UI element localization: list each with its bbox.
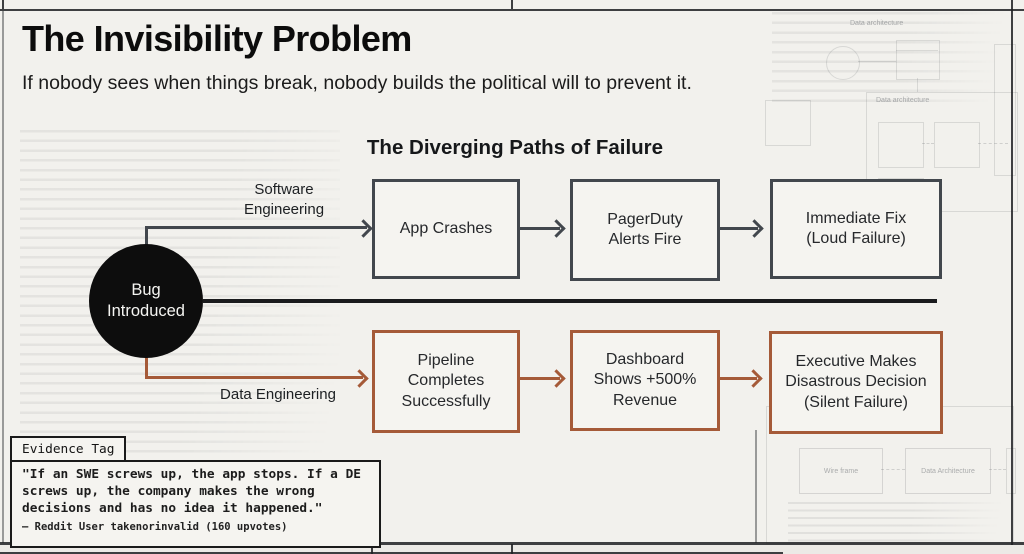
background-flowchart-connector bbox=[858, 61, 896, 62]
arrowhead-icon bbox=[354, 219, 373, 238]
background-flowchart-node bbox=[878, 122, 924, 168]
data-elbow-vertical bbox=[145, 356, 148, 378]
background-wireframe-label: Wire frame bbox=[823, 467, 859, 475]
software-connector bbox=[514, 227, 560, 230]
background-flowchart-rect-divider bbox=[896, 50, 938, 51]
background-wireframe-label: Data Architecture bbox=[921, 467, 975, 475]
background-flowchart-panel bbox=[866, 92, 1018, 212]
software-elbow-vertical bbox=[145, 227, 148, 246]
background-wireframe-dash bbox=[989, 469, 1006, 470]
middle-divider-line bbox=[203, 299, 937, 303]
data-path-label: Data Engineering bbox=[220, 386, 336, 403]
software-connector bbox=[714, 227, 758, 230]
background-wireframe-dash bbox=[881, 469, 905, 470]
diagram-title: The Diverging Paths of Failure bbox=[366, 136, 664, 159]
frame-top-line bbox=[0, 9, 1024, 11]
arrowhead-icon bbox=[744, 369, 763, 388]
evidence-quote-box: "If an SWE screws up, the app stops. If … bbox=[10, 460, 381, 548]
frame-bottom-line bbox=[0, 542, 1024, 545]
flow-box-dashboard: Dashboard Shows +500% Revenue bbox=[570, 330, 720, 431]
frame-bottom-tick bbox=[371, 544, 373, 554]
frame-panel-line bbox=[755, 430, 757, 543]
flow-box-executive: Executive Makes Disastrous Decision (Sil… bbox=[769, 331, 943, 434]
evidence-tag-text: Evidence Tag bbox=[22, 441, 115, 457]
background-flowchart-rect bbox=[896, 40, 940, 80]
flow-box-pipeline: Pipeline Completes Successfully bbox=[372, 330, 520, 433]
page-subtitle: If nobody sees when things break, nobody… bbox=[22, 72, 692, 94]
flow-box-pagerduty: PagerDuty Alerts Fire bbox=[570, 179, 720, 281]
arrowhead-icon bbox=[745, 219, 764, 238]
background-wireframe-box: Wire frame bbox=[799, 448, 883, 494]
background-flowchart-vline bbox=[917, 78, 918, 92]
background-flowchart-dash bbox=[978, 143, 1008, 144]
page-title: The Invisibility Problem bbox=[22, 18, 412, 59]
software-path-label: Software Engineering bbox=[243, 181, 325, 219]
data-connector bbox=[514, 377, 560, 380]
arrowhead-icon bbox=[350, 369, 369, 388]
data-connector bbox=[714, 377, 757, 380]
background-flowchart-node bbox=[765, 100, 811, 146]
evidence-tag-label: Evidence Tag bbox=[10, 436, 127, 460]
arrowhead-icon bbox=[547, 369, 566, 388]
flow-box-app-crashes: App Crashes bbox=[372, 179, 520, 279]
flow-box-immediate-fix: Immediate Fix (Loud Failure) bbox=[770, 179, 942, 279]
evidence-quote: "If an SWE screws up, the app stops. If … bbox=[22, 467, 361, 516]
arrowhead-icon bbox=[547, 219, 566, 238]
background-code-top-right bbox=[772, 12, 1007, 104]
background-flowchart-label: Data architecture bbox=[850, 20, 904, 27]
data-elbow-horizontal bbox=[145, 376, 363, 379]
frame-bottom-tick bbox=[511, 544, 513, 554]
frame-top-tick bbox=[511, 0, 513, 9]
background-flowchart-sidebar bbox=[994, 44, 1016, 176]
frame-top-tick bbox=[2, 0, 4, 9]
software-elbow-horizontal bbox=[145, 226, 367, 229]
background-flowchart-dash bbox=[922, 143, 934, 144]
evidence-attribution: — Reddit User takenorinvalid (160 upvote… bbox=[22, 520, 288, 533]
frame-left-line bbox=[2, 11, 4, 543]
bug-introduced-node: Bug Introduced bbox=[89, 244, 203, 358]
background-flowchart-panel-label: Data architecture bbox=[876, 97, 930, 104]
background-flowchart-node bbox=[934, 122, 980, 168]
frame-bottom-edge bbox=[0, 551, 783, 554]
background-wireframe-box: Data Architecture bbox=[905, 448, 991, 494]
frame-right-line bbox=[1011, 0, 1013, 554]
background-flowchart-circle bbox=[826, 46, 860, 80]
